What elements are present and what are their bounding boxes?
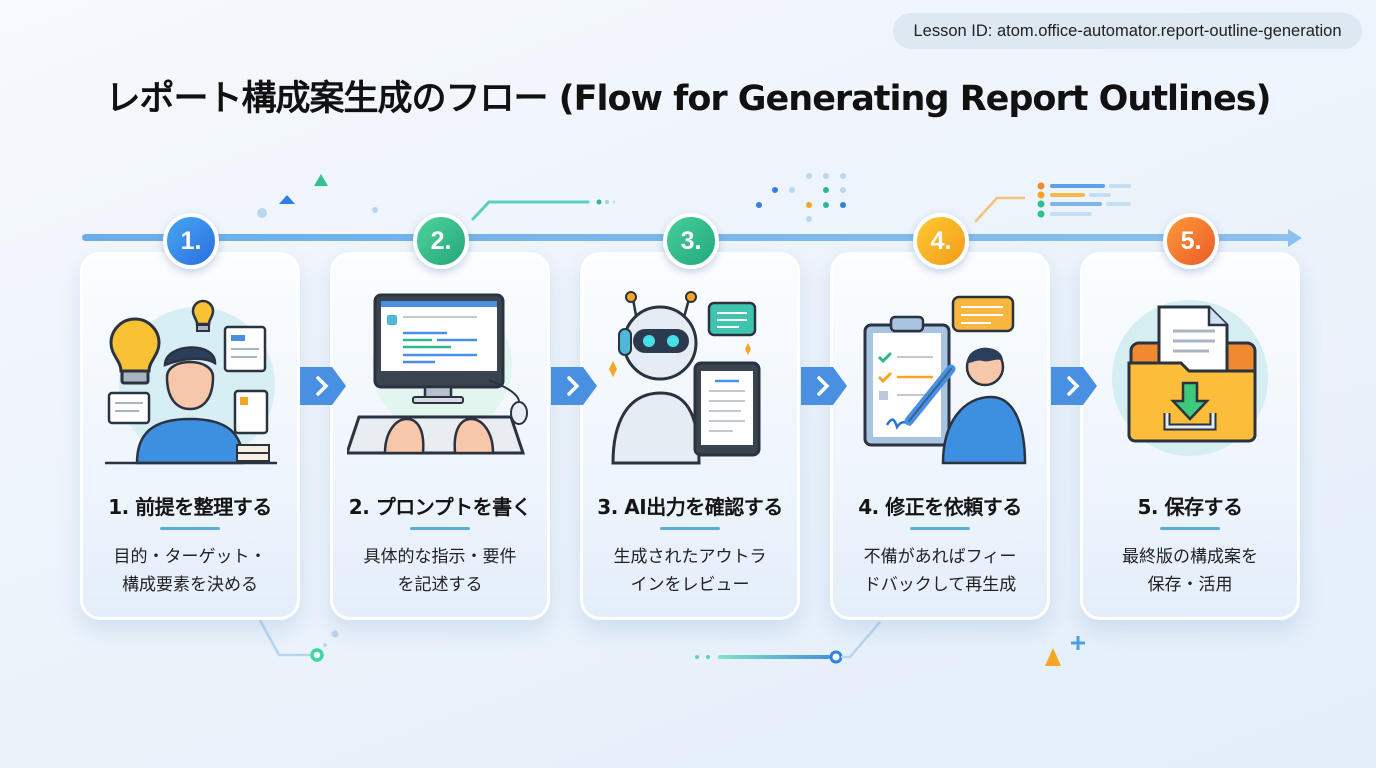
plus-icon bbox=[1071, 636, 1085, 650]
divider bbox=[1160, 527, 1220, 530]
step-card-3: 3. AI出力を確認する 生成されたアウトラインをレビュー bbox=[580, 252, 800, 620]
chevron-right-icon bbox=[300, 367, 346, 405]
step-badge-1: 1. bbox=[163, 213, 219, 269]
triangle-icon bbox=[1045, 648, 1061, 666]
decorative-shapes-top bbox=[257, 173, 1131, 223]
step-badge-2: 2. bbox=[413, 213, 469, 269]
divider bbox=[910, 527, 970, 530]
step-title: 2. プロンプトを書く bbox=[348, 495, 532, 519]
step-description: 不備があればフィードバックして再生成 bbox=[863, 547, 1017, 595]
page-title: レポート構成案生成のフロー (Flow for Generating Repor… bbox=[105, 79, 1271, 119]
step-card-2: 2. プロンプトを書く 具体的な指示・要件を記述する bbox=[330, 252, 550, 620]
chevron-right-icon bbox=[1051, 367, 1097, 405]
step-description: 最終版の構成案を保存・活用 bbox=[1122, 547, 1258, 595]
triangle-icon bbox=[314, 174, 328, 186]
step-description: 具体的な指示・要件を記述する bbox=[363, 547, 517, 595]
dot-icon bbox=[257, 208, 267, 218]
robot-tablet-icon bbox=[609, 291, 761, 465]
step-title: 4. 修正を依頼する bbox=[858, 495, 1022, 519]
step-card-1: 1. 前提を整理する 目的・ターゲット・構成要素を決める bbox=[80, 252, 300, 620]
step-title: 1. 前提を整理する bbox=[108, 495, 272, 519]
step-title: 5. 保存する bbox=[1137, 495, 1243, 519]
lesson-id-badge: Lesson ID: atom.office-automator.report-… bbox=[893, 13, 1362, 49]
step-description: 生成されたアウトラインをレビュー bbox=[613, 547, 767, 595]
dot-grid-icon bbox=[756, 173, 846, 222]
divider bbox=[410, 527, 470, 530]
decorative-shapes-bottom bbox=[258, 619, 1085, 666]
triangle-icon bbox=[279, 195, 295, 204]
folder-download-icon bbox=[1112, 300, 1268, 456]
step-badge-3: 3. bbox=[663, 213, 719, 269]
list-lines-icon bbox=[1037, 182, 1131, 218]
dot-icon bbox=[372, 207, 378, 213]
step-description: 目的・ターゲット・構成要素を決める bbox=[113, 547, 267, 595]
step-card-5: 5. 保存する 最終版の構成案を保存・活用 bbox=[1080, 252, 1300, 620]
chevron-right-icon bbox=[801, 367, 847, 405]
divider bbox=[660, 527, 720, 530]
chevron-right-icon bbox=[551, 367, 597, 405]
timeline-arrow-icon bbox=[1288, 229, 1302, 247]
step-card-4: 4. 修正を依頼する 不備があればフィードバックして再生成 bbox=[830, 252, 1050, 620]
computer-keyboard-typing-icon bbox=[347, 293, 528, 455]
step-badge-4: 4. bbox=[913, 213, 969, 269]
step-badge-5: 5. bbox=[1163, 213, 1219, 269]
divider bbox=[160, 527, 220, 530]
thinking-person-lightbulb-icon bbox=[105, 299, 277, 465]
clipboard-feedback-icon bbox=[863, 295, 1027, 465]
connector-line bbox=[471, 200, 590, 221]
connector-line bbox=[974, 196, 1025, 223]
step-title: 3. AI出力を確認する bbox=[597, 495, 783, 519]
connector-line bbox=[258, 619, 310, 657]
